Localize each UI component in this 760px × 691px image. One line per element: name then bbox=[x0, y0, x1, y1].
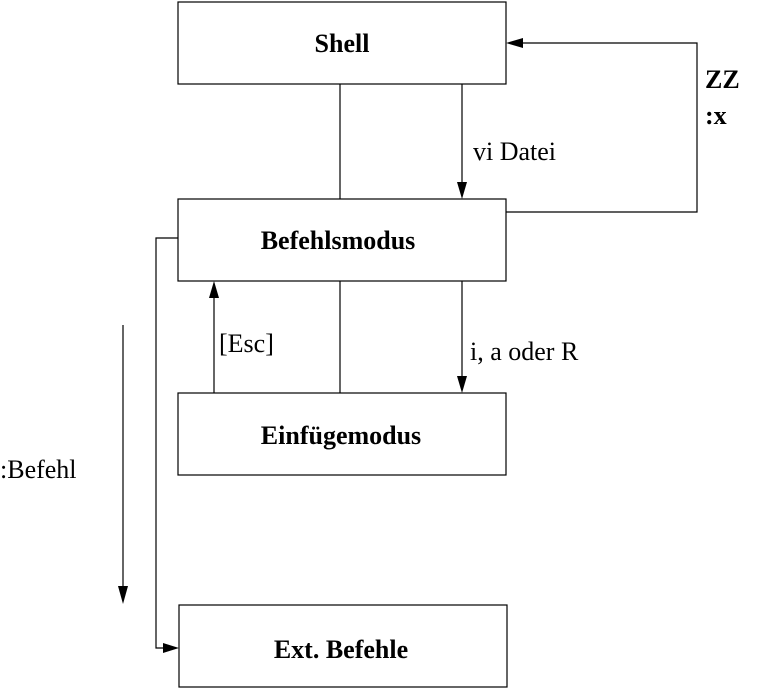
node-shell: Shell bbox=[177, 1, 507, 85]
node-ext-befehle-box bbox=[178, 604, 508, 688]
edge-ext-befehle-line bbox=[155, 237, 178, 649]
edge-x-label: :x bbox=[705, 101, 727, 130]
edge-vi-datei-label: vi Datei bbox=[473, 137, 556, 166]
edge-befehl-indicator: :Befehl bbox=[0, 325, 128, 604]
edge-befehl-label: :Befehl bbox=[0, 455, 77, 484]
node-befehlsmodus: Befehlsmodus bbox=[177, 198, 507, 282]
edge-zz-label: ZZ bbox=[705, 65, 740, 94]
edge-befehl-arrowhead bbox=[118, 586, 128, 604]
edge-esc-arrowhead bbox=[209, 281, 219, 298]
edge-insert: i, a oder R bbox=[457, 281, 579, 393]
node-einfuegemodus-label: Einfügemodus bbox=[261, 421, 421, 450]
edge-insert-arrowhead bbox=[457, 376, 467, 393]
node-shell-box bbox=[177, 1, 507, 85]
edge-zz-x-line bbox=[506, 42, 698, 213]
edge-ext-befehle bbox=[155, 237, 179, 653]
edge-esc-label: [Esc] bbox=[219, 329, 274, 358]
node-befehlsmodus-box bbox=[177, 198, 507, 282]
edge-vi-datei-arrowhead bbox=[457, 182, 467, 199]
edge-insert-label: i, a oder R bbox=[470, 337, 579, 366]
node-befehlsmodus-label: Befehlsmodus bbox=[261, 226, 416, 255]
node-shell-label: Shell bbox=[315, 29, 370, 58]
edge-esc: [Esc] bbox=[209, 281, 274, 393]
node-ext-befehle: Ext. Befehle bbox=[178, 604, 508, 688]
edge-vi-datei: vi Datei bbox=[457, 84, 556, 199]
edge-ext-befehle-arrowhead bbox=[163, 643, 179, 653]
node-einfuegemodus: Einfügemodus bbox=[177, 392, 507, 476]
node-einfuegemodus-box bbox=[177, 392, 507, 476]
edge-zz-x-arrowhead bbox=[506, 38, 523, 48]
node-ext-befehle-label: Ext. Befehle bbox=[274, 635, 408, 664]
edge-zz-x: ZZ :x bbox=[506, 38, 740, 213]
